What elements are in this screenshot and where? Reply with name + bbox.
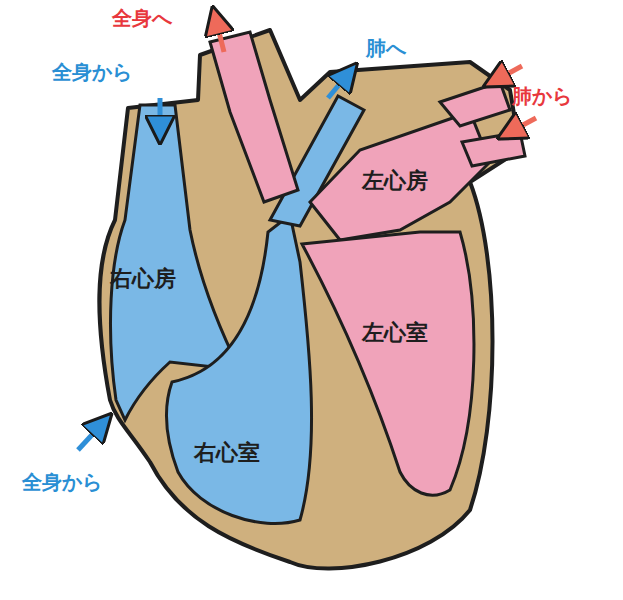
aorta xyxy=(210,32,298,202)
flow-arrow xyxy=(496,66,522,80)
pulmonary-vein xyxy=(440,82,510,126)
flow-label: 全身へ xyxy=(112,6,172,30)
flow-arrow xyxy=(158,98,163,130)
flow-arrow xyxy=(510,118,536,132)
flow-arrow xyxy=(216,20,224,52)
heart-wall xyxy=(99,30,520,569)
left-ventricle xyxy=(302,232,474,495)
flow-arrow xyxy=(78,424,102,450)
pulmonary-vein xyxy=(462,132,525,166)
flow-label: 肺へ xyxy=(366,36,406,60)
flow-arrow xyxy=(328,74,348,98)
flow-label: 肺から xyxy=(512,84,572,108)
flow-label: 全身から xyxy=(52,60,132,84)
flow-label: 全身から xyxy=(22,470,102,494)
right-ventricle xyxy=(166,215,311,523)
chamber-name: 左心房 xyxy=(362,168,428,194)
left-atrium xyxy=(310,112,490,240)
chamber-name: 左心室 xyxy=(362,320,428,346)
chamber-name: 右心房 xyxy=(110,266,176,292)
chamber-name: 右心室 xyxy=(194,440,260,466)
